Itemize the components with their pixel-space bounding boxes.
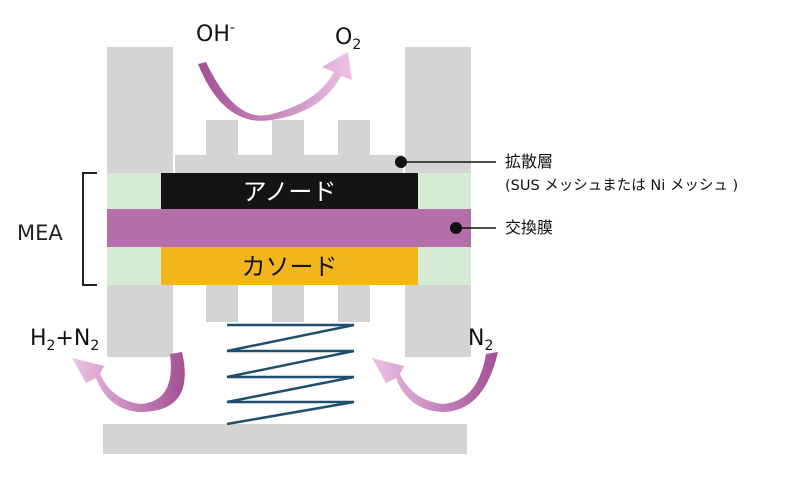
upper-rib-2 bbox=[272, 120, 304, 157]
lower-frame bbox=[103, 285, 471, 454]
upper-frame bbox=[107, 47, 471, 173]
anode-layer bbox=[161, 173, 418, 209]
anode-label: アノード bbox=[243, 178, 337, 206]
diffusion-layer-label: 拡散層 bbox=[505, 152, 553, 171]
upper-right-pillar bbox=[405, 47, 471, 173]
diffusion-layer-plate bbox=[175, 155, 403, 173]
curved-arrow-icon bbox=[72, 352, 185, 412]
cathode-label: カソード bbox=[242, 253, 338, 281]
upper-left-pillar bbox=[107, 47, 173, 173]
lower-rib-2 bbox=[272, 285, 304, 322]
membrane-label: 交換膜 bbox=[505, 218, 553, 237]
diffusion-layer-callout: 拡散層 (SUS メッシュまたは Ni メッシュ ) bbox=[395, 152, 738, 194]
upper-rib-1 bbox=[206, 120, 238, 157]
curved-arrow-icon bbox=[198, 52, 352, 121]
coil-spring-icon bbox=[226, 323, 355, 426]
lower-rib-3 bbox=[338, 285, 370, 322]
base-plate bbox=[103, 424, 467, 454]
mea-stack: アノード カソード bbox=[107, 173, 471, 285]
lower-rib-1 bbox=[206, 285, 238, 322]
hydrogen-nitrogen-label: H2+N2 bbox=[30, 326, 99, 354]
callout-dot bbox=[395, 156, 407, 168]
callout-dot bbox=[450, 222, 462, 234]
membrane-layer bbox=[107, 209, 471, 247]
diffusion-layer-note: (SUS メッシュまたは Ni メッシュ ) bbox=[505, 177, 738, 194]
curved-arrow-icon bbox=[372, 352, 498, 412]
nitrogen-label: N2 bbox=[468, 326, 493, 354]
cathode-layer bbox=[161, 247, 418, 285]
membrane-callout: 交換膜 bbox=[450, 218, 553, 237]
hydroxide-label: OH- bbox=[196, 20, 235, 47]
lower-right-pillar bbox=[405, 285, 471, 357]
upper-rib-3 bbox=[338, 120, 370, 157]
mea-bracket: MEA bbox=[17, 172, 97, 286]
lower-left-pillar bbox=[107, 285, 173, 357]
oxygen-label: O2 bbox=[335, 25, 361, 53]
mea-label: MEA bbox=[17, 221, 63, 245]
